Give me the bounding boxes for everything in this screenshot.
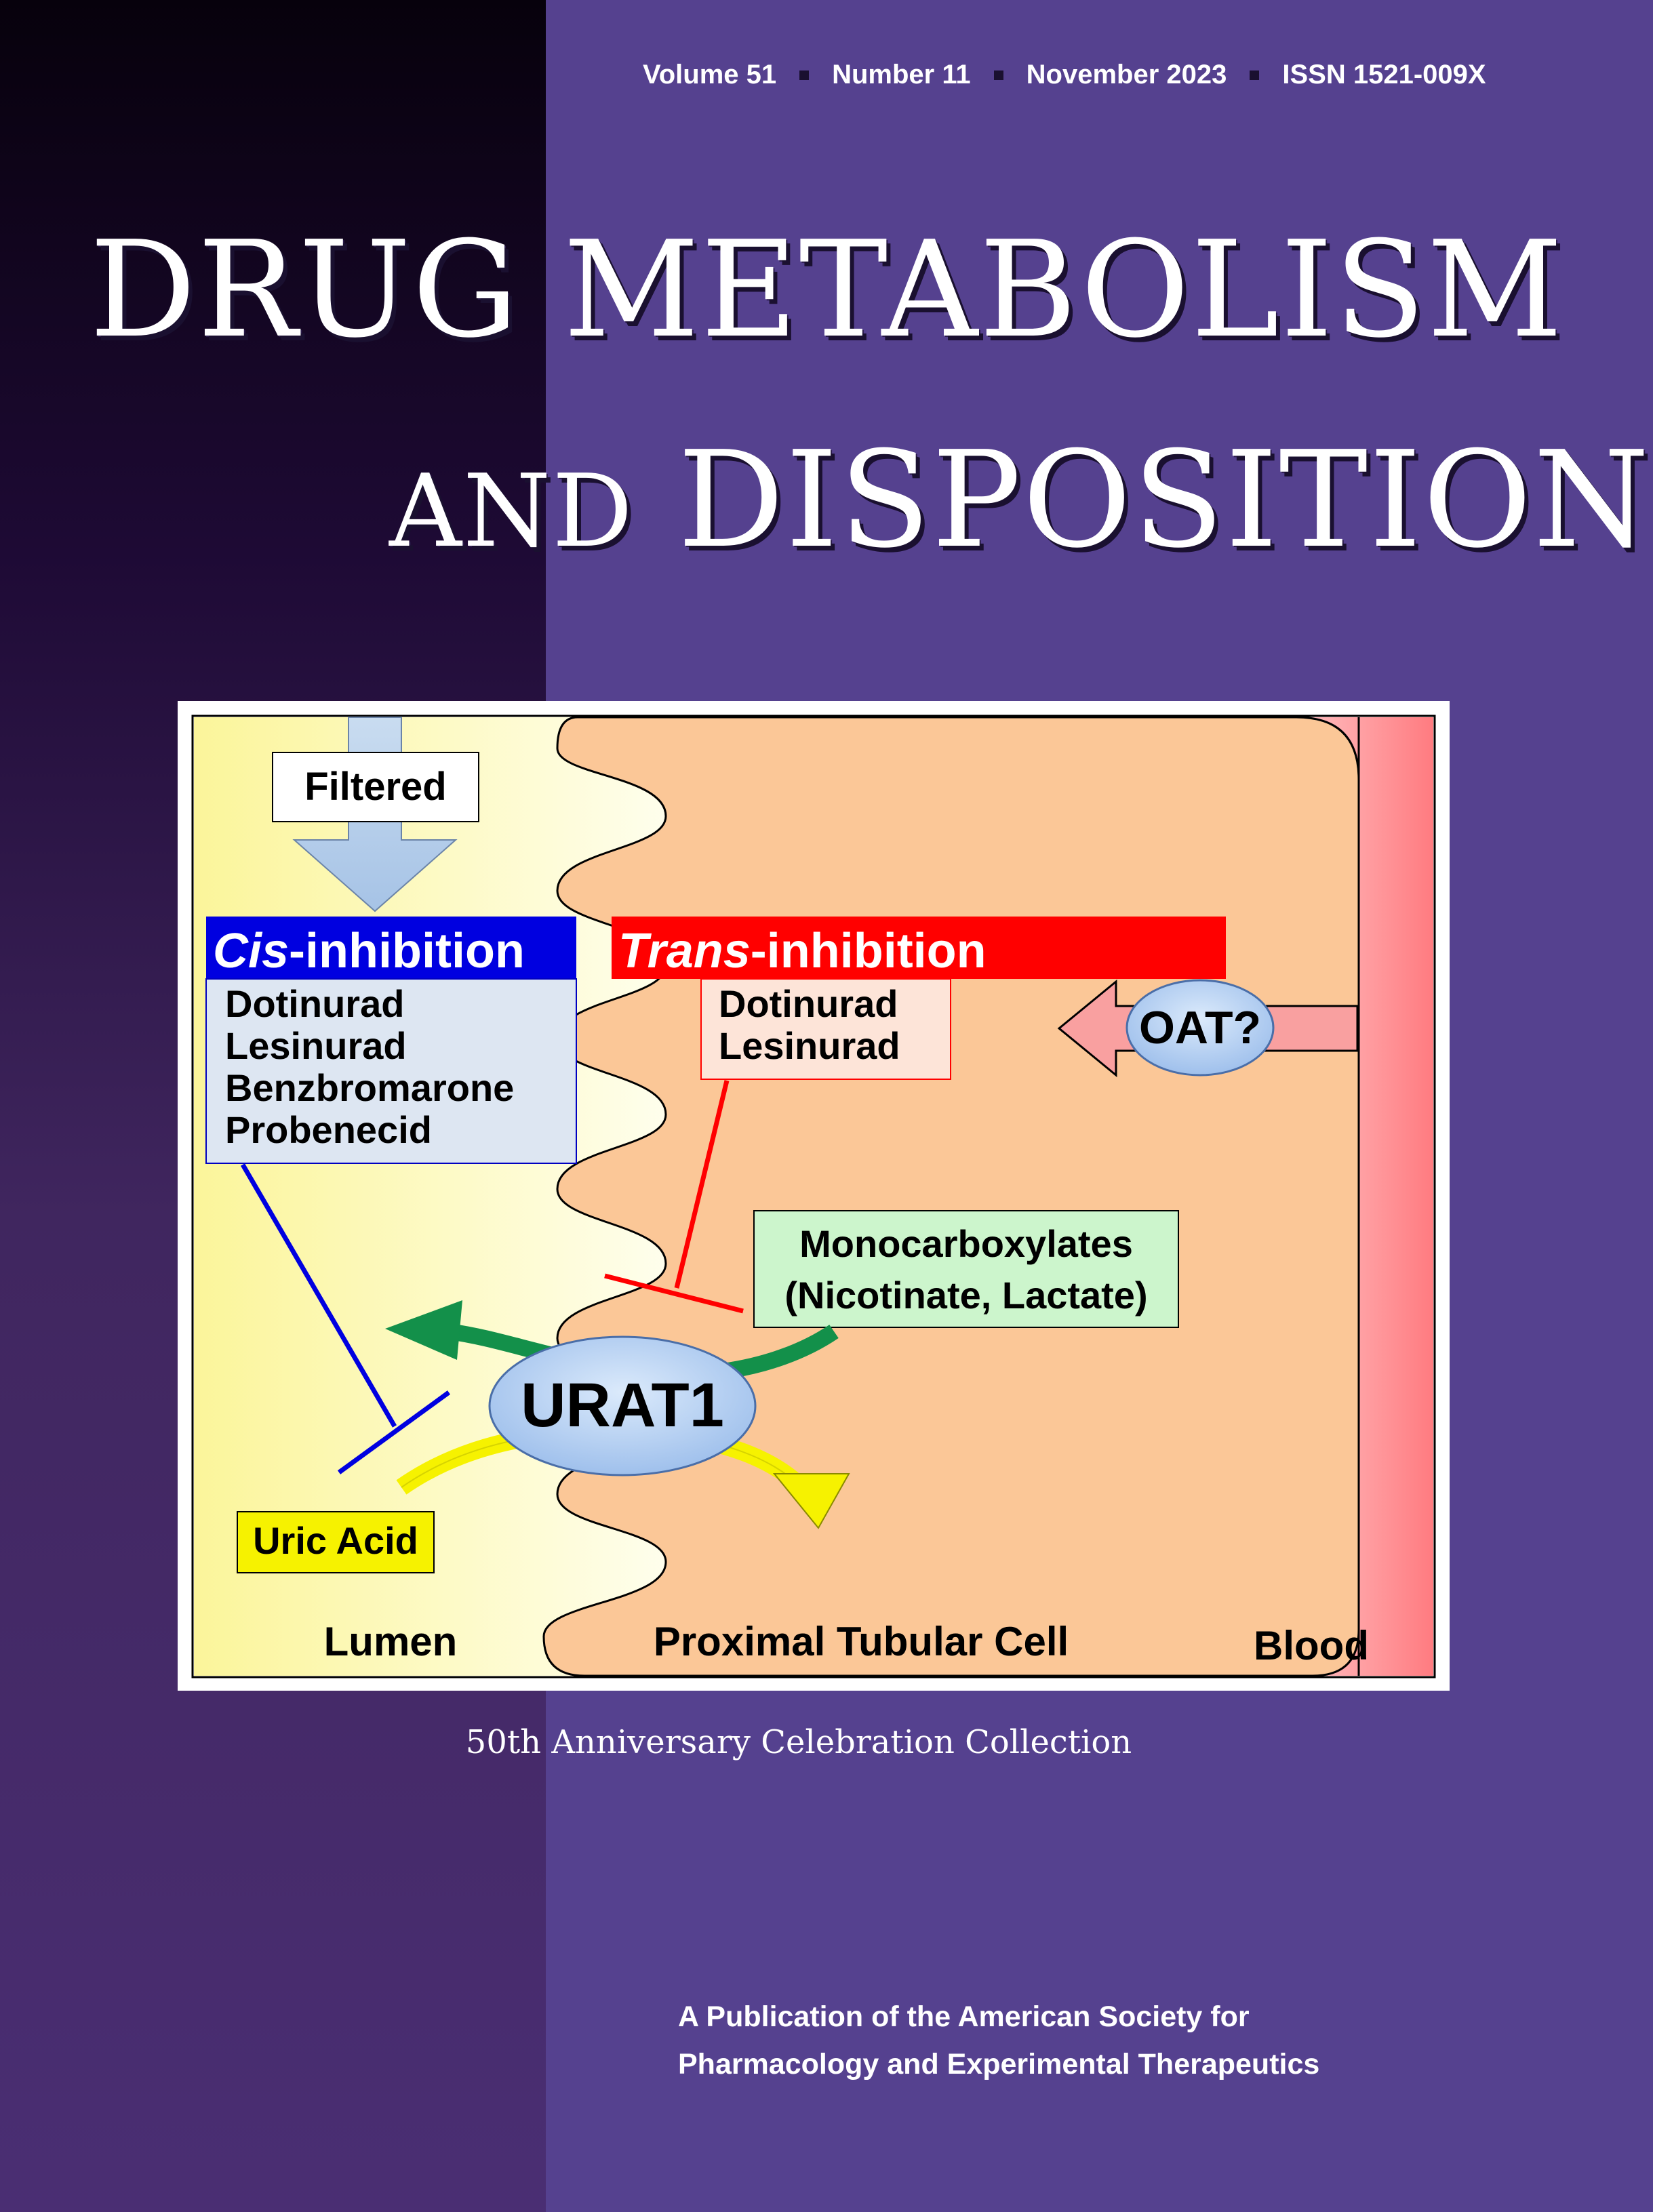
trans-rest: -inhibition xyxy=(751,924,987,978)
cis-drug-box xyxy=(205,978,577,1164)
trans-inhibition-line xyxy=(674,1080,730,1289)
urat1-label: URAT1 xyxy=(521,1371,724,1440)
monocarboxylates-label: Monocarboxylates xyxy=(799,1222,1133,1265)
trans-drug-item: Dotinurad xyxy=(719,982,898,1025)
lumen-label: Lumen xyxy=(324,1619,458,1664)
oat-transporter xyxy=(1126,979,1275,1077)
journal-title-line1: DRUG METABOLISM xyxy=(89,213,1564,367)
number-text: Number 11 xyxy=(832,60,971,89)
publisher-line1: A Publication of the American Society fo… xyxy=(678,2000,1250,2033)
separator-square xyxy=(993,70,1003,80)
cis-inhibition-bar xyxy=(337,1390,451,1474)
proximal-tubular-cell-shape xyxy=(542,716,1360,1677)
issue-masthead: Volume 51 Number 11 November 2023 ISSN 1… xyxy=(643,60,1486,90)
uric-acid-label: Uric Acid xyxy=(253,1519,418,1562)
trans-italic: Trans xyxy=(618,924,751,978)
publisher-statement: A Publication of the American Society fo… xyxy=(678,1993,1319,2088)
cell-label: Proximal Tubular Cell xyxy=(654,1619,1069,1664)
urat1-transporter xyxy=(488,1335,757,1476)
filtered-label: Filtered xyxy=(304,765,447,809)
cover-figure: Filtered Cis-inhibition Dotinurad Lesinu… xyxy=(178,701,1450,1691)
trans-drug-item: Lesinurad xyxy=(719,1024,900,1067)
cis-drug-item: Probenecid xyxy=(225,1108,432,1151)
collection-caption: 50th Anniversary Celebration Collection xyxy=(0,1723,1653,1761)
trans-inhibition-title: Trans-inhibition xyxy=(618,924,987,978)
cis-inhibition-header xyxy=(206,917,576,979)
cis-italic: Cis xyxy=(213,924,289,978)
cis-drug-item: Dotinurad xyxy=(225,982,404,1025)
yellow-arrow-head xyxy=(772,1473,850,1529)
publisher-line2: Pharmacology and Experimental Therapeuti… xyxy=(678,2048,1320,2080)
cis-drug-item: Lesinurad xyxy=(225,1024,407,1067)
journal-title-disposition: DISPOSITION xyxy=(677,423,1651,578)
caption-text: 50th Anniversary Celebration Collection xyxy=(465,1723,1132,1761)
journal-title-line2: AND DISPOSITION xyxy=(389,434,1651,567)
volume-text: Volume 51 xyxy=(643,60,777,89)
uric-acid-box xyxy=(237,1511,435,1573)
journal-title-and: AND xyxy=(389,453,635,569)
oat-label: OAT? xyxy=(1139,1002,1261,1053)
issn-text: ISSN 1521-009X xyxy=(1282,60,1486,89)
separator-square xyxy=(799,70,810,80)
cis-drug-item: Benzbromarone xyxy=(225,1066,514,1109)
cis-rest: -inhibition xyxy=(289,924,525,978)
monocarboxylates-examples: (Nicotinate, Lactate) xyxy=(784,1274,1147,1316)
urat1-diagram: Filtered Cis-inhibition Dotinurad Lesinu… xyxy=(191,715,1436,1678)
trans-drug-box xyxy=(700,978,951,1080)
monocarboxylates-box xyxy=(753,1210,1179,1328)
trans-inhibition-bar xyxy=(604,1273,744,1314)
filtered-box xyxy=(272,752,479,822)
date-text: November 2023 xyxy=(1026,60,1227,89)
cis-inhibition-line xyxy=(240,1163,397,1428)
trans-inhibition-header xyxy=(612,917,1226,979)
green-arrow-head xyxy=(385,1300,462,1360)
blood-label: Blood xyxy=(1254,1623,1369,1668)
cis-inhibition-title: Cis-inhibition xyxy=(213,924,525,978)
separator-square xyxy=(1250,70,1260,80)
